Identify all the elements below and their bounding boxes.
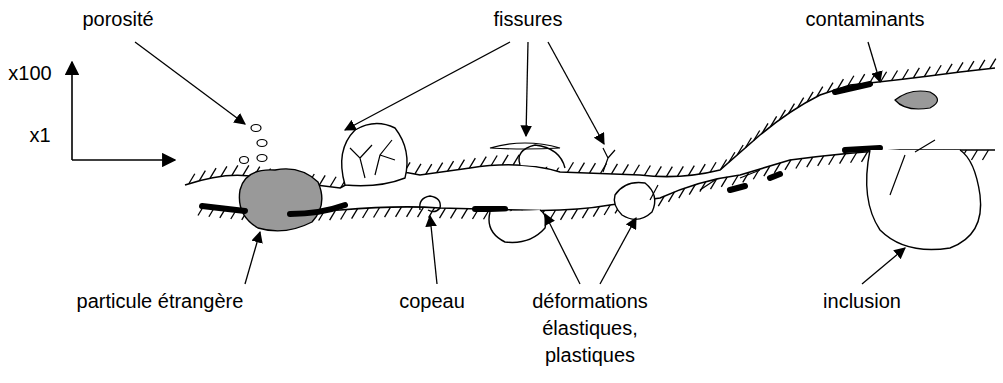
- hatch-tick: [440, 208, 446, 218]
- hatch-tick: [957, 62, 963, 72]
- hatch-tick: [677, 166, 683, 176]
- hatch-tick: [655, 166, 661, 176]
- hatch-tick: [451, 208, 457, 218]
- hatch-tick: [385, 207, 391, 217]
- hatch-tick: [666, 167, 672, 177]
- crack-label: fissures: [494, 6, 563, 33]
- axis-label: x100: [8, 60, 51, 87]
- hatch-tick: [935, 65, 941, 75]
- hatch-tick: [480, 157, 486, 167]
- contaminant-grain: [895, 91, 938, 109]
- hatch-tick: [971, 150, 977, 160]
- hatch-tick: [374, 207, 380, 217]
- leader-lines: [135, 42, 905, 284]
- hatch-tick: [513, 155, 519, 165]
- hatch-tick: [982, 150, 988, 160]
- chip: [420, 196, 441, 212]
- hatch-tick: [415, 164, 421, 174]
- hatch-tick: [567, 162, 573, 172]
- hatch-tick: [363, 208, 369, 218]
- hatch-tick: [571, 209, 577, 219]
- hatch-tick: [341, 209, 347, 219]
- hatch-tick: [491, 155, 497, 165]
- hatch-tick: [807, 157, 813, 167]
- hatch-tick: [578, 163, 584, 173]
- chip-label: copeau: [399, 288, 465, 315]
- porosity-label: porosité: [82, 6, 153, 33]
- hatch-tick: [352, 209, 358, 219]
- hatch-tick: [913, 68, 919, 78]
- grains: [342, 123, 981, 249]
- hatch-tick: [796, 158, 802, 168]
- particle-label: particule étrangère: [77, 288, 244, 315]
- hatch-tick: [418, 207, 424, 217]
- hatch-tick: [221, 166, 227, 176]
- hatch-tick: [862, 152, 868, 162]
- deformation-label: déformations élastiques, plastiques: [515, 288, 665, 369]
- hatch-tick: [407, 207, 413, 217]
- hatch-tick: [688, 166, 694, 176]
- hatch-tick: [232, 165, 238, 175]
- hatch-tick: [582, 208, 588, 218]
- hatch-tick: [990, 59, 996, 69]
- hatch-tick: [549, 210, 555, 220]
- hatch-tick: [829, 155, 835, 165]
- hatch-tick: [946, 64, 952, 74]
- hatch-tick: [902, 69, 908, 79]
- contaminant-label: contaminants: [806, 6, 925, 33]
- hatch-tick: [851, 153, 857, 163]
- hatch-tick: [589, 163, 595, 173]
- contaminants: [202, 84, 880, 214]
- hatch-tick: [840, 154, 846, 164]
- hatch-tick: [593, 207, 599, 217]
- hatch-tick: [560, 210, 566, 220]
- hatch-tick: [611, 164, 617, 174]
- hatch-tick: [892, 71, 898, 81]
- hatch-tick: [979, 60, 985, 70]
- pores: [240, 125, 268, 164]
- hatch-tick: [644, 166, 650, 176]
- hatch-tick: [502, 155, 508, 165]
- hatch-tick: [881, 72, 887, 82]
- hatch-tick: [462, 209, 468, 219]
- axis-label: x1: [29, 122, 50, 149]
- hatch-tick: [319, 175, 325, 185]
- hatch-tick: [622, 164, 628, 174]
- inclusion-label: inclusion: [823, 288, 901, 315]
- hatch-tick: [633, 165, 639, 175]
- hatch-tick: [243, 165, 249, 175]
- hatch-tick: [818, 156, 824, 166]
- cracks: [350, 140, 935, 200]
- hatch-tick: [396, 207, 402, 217]
- hatch-tick: [968, 61, 974, 71]
- hatch-tick: [330, 177, 336, 187]
- scale-axes: [72, 62, 175, 160]
- hatch-tick: [924, 67, 930, 77]
- foreign-particle: [239, 169, 321, 231]
